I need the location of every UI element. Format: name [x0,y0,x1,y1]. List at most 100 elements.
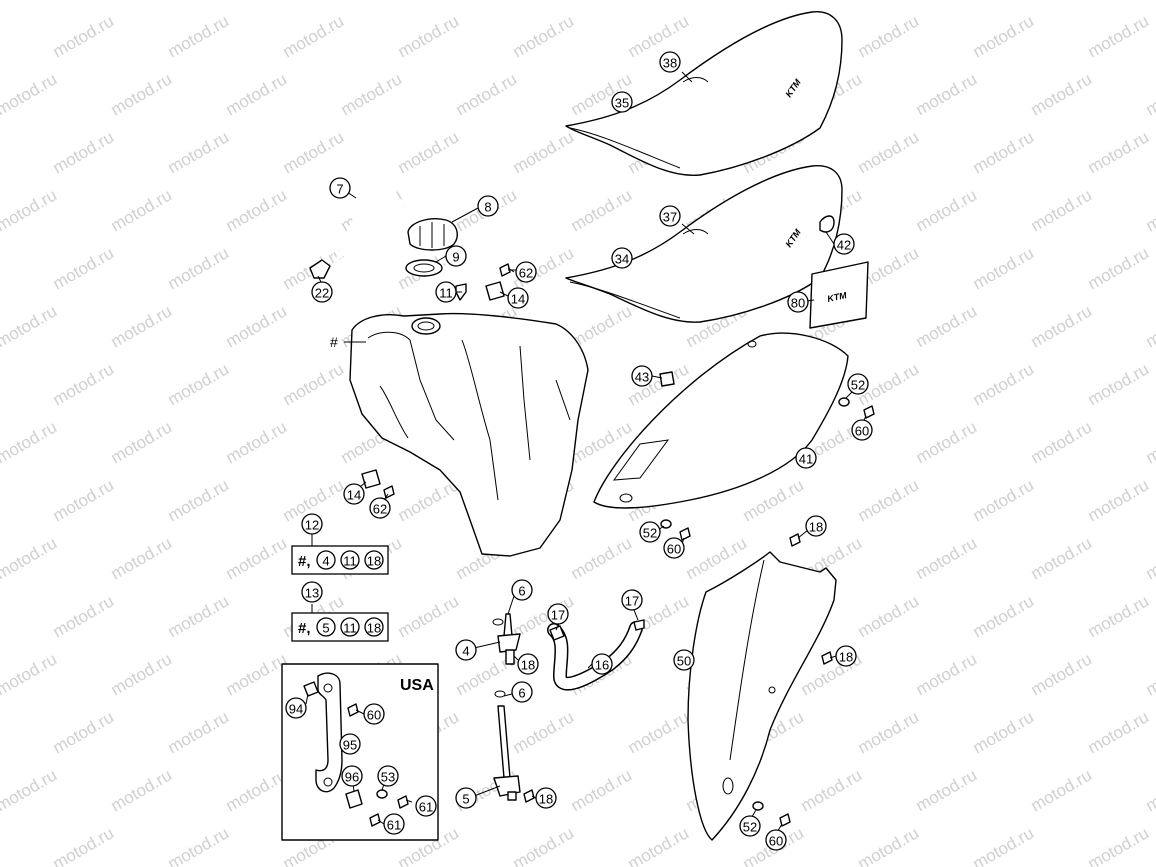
watermark-text: motod.ru [625,823,693,867]
callout-c8: 8 [477,195,499,217]
watermark-text: motod.ru [855,707,923,757]
watermark-text: motod.ru [50,127,118,177]
watermark-text: motod.ru [165,359,233,409]
side-cover-41 [593,332,849,509]
callout-label: 14 [511,292,525,307]
watermark-text: motod.ru [855,127,923,177]
watermark-text: motod.ru [568,185,636,235]
callout-c7: 7 [329,177,351,199]
watermark-text: motod.ru [510,11,578,61]
watermark-text: motod.ru [1143,417,1156,467]
watermark-text: motod.ru [913,0,981,3]
callout-label: 8 [484,200,491,215]
callout-label: 61 [419,800,433,815]
callout-c38: 38 [659,51,681,73]
watermark-text: motod.ru [0,823,2,867]
callout-label: 60 [367,708,381,723]
washer-52-bottom [752,801,764,811]
callout-label: 13 [305,586,319,601]
callout-label: 18 [809,520,823,535]
callout-label: 14 [347,488,361,503]
watermark-text: motod.ru [1028,649,1096,699]
watermark-text: motod.ru [223,533,291,583]
callout-c62b: 62 [369,497,391,519]
callout-c6b: 6 [511,681,533,703]
seat-lower: KTM [565,165,843,323]
callout-c4: 4 [455,639,477,661]
watermark-text: motod.ru [970,243,1038,293]
callout-c50: 50 [673,649,695,671]
watermark-text: motod.ru [108,533,176,583]
watermark-text: motod.ru [50,11,118,61]
callout-c6a: 6 [511,579,533,601]
callout-label: 18 [539,792,553,807]
watermark-text: motod.ru [108,0,176,3]
watermark-text: motod.ru [855,823,923,867]
watermark-text: motod.ru [510,127,578,177]
watermark-text: motod.ru [0,69,60,119]
callout-label: 5 [462,792,469,807]
gasket-9 [405,259,443,277]
watermark-text: motod.ru [510,707,578,757]
callout-c17b: 17 [621,589,643,611]
callout-label: 37 [663,210,677,225]
callout-c41: 41 [795,447,817,469]
watermark-text: motod.ru [1028,185,1096,235]
watermark-text: motod.ru [625,11,693,61]
watermark-text: motod.ru [1085,11,1153,61]
watermark-text: motod.ru [855,475,923,525]
callout-c35: 35 [611,91,633,113]
watermark-text: motod.ru [970,475,1038,525]
callout-label: 52 [643,526,657,541]
watermark-text: motod.ru [1085,243,1153,293]
callout-c94: 94 [285,697,307,719]
watermark-text: motod.ru [855,591,923,641]
fuel-tank [349,312,589,557]
watermark-text: motod.ru [0,591,2,641]
callout-c12: 12 [301,513,323,535]
kit-13-hash: #, [298,620,311,637]
watermark-text: motod.ru [0,127,2,177]
callout-label: 52 [851,378,865,393]
callout-c60a: 60 [851,419,873,441]
grommet-43 [659,371,675,387]
callout-c80: 80 [787,291,809,313]
watermark-text: motod.ru [0,359,2,409]
bolt-18-top [789,533,801,547]
watermark-text: motod.ru [1143,185,1156,235]
callout-label: 80 [791,296,805,311]
watermark-text: motod.ru [0,707,2,757]
callout-label: 9 [452,250,459,265]
callout-k18b: 18 [364,617,384,637]
tank-hash-label: # [330,334,338,350]
watermark-text: motod.ru [0,649,60,699]
watermark-text: motod.ru [108,185,176,235]
watermark-text: motod.ru [970,359,1038,409]
callout-c18c: 18 [835,645,857,667]
watermark-text: motod.ru [165,243,233,293]
bolt-61-right [397,795,409,809]
watermark-text: motod.ru [0,0,60,3]
watermark-text: motod.ru [395,11,463,61]
callout-k5: 5 [316,617,336,637]
callout-label: 62 [519,266,533,281]
watermark-text: motod.ru [1028,0,1096,3]
watermark-text: motod.ru [165,707,233,757]
watermark-text: motod.ru [223,69,291,119]
callout-c37: 37 [659,205,681,227]
bolt-62-low [383,485,395,499]
callout-label: 53 [381,770,395,785]
watermark-text: motod.ru [50,707,118,757]
watermark-text: motod.ru [568,765,636,815]
watermark-text: motod.ru [1085,823,1153,867]
watermark-text: motod.ru [0,417,60,467]
callout-label: 42 [837,238,851,253]
watermark-text: motod.ru [1028,301,1096,351]
watermark-text: motod.ru [1028,533,1096,583]
bushing-14-low [361,469,381,489]
bushing-94 [303,681,319,697]
watermark-text: motod.ru [913,417,981,467]
watermark-text: motod.ru [0,533,60,583]
callout-label: 34 [615,252,629,267]
callout-label: 94 [289,702,303,717]
